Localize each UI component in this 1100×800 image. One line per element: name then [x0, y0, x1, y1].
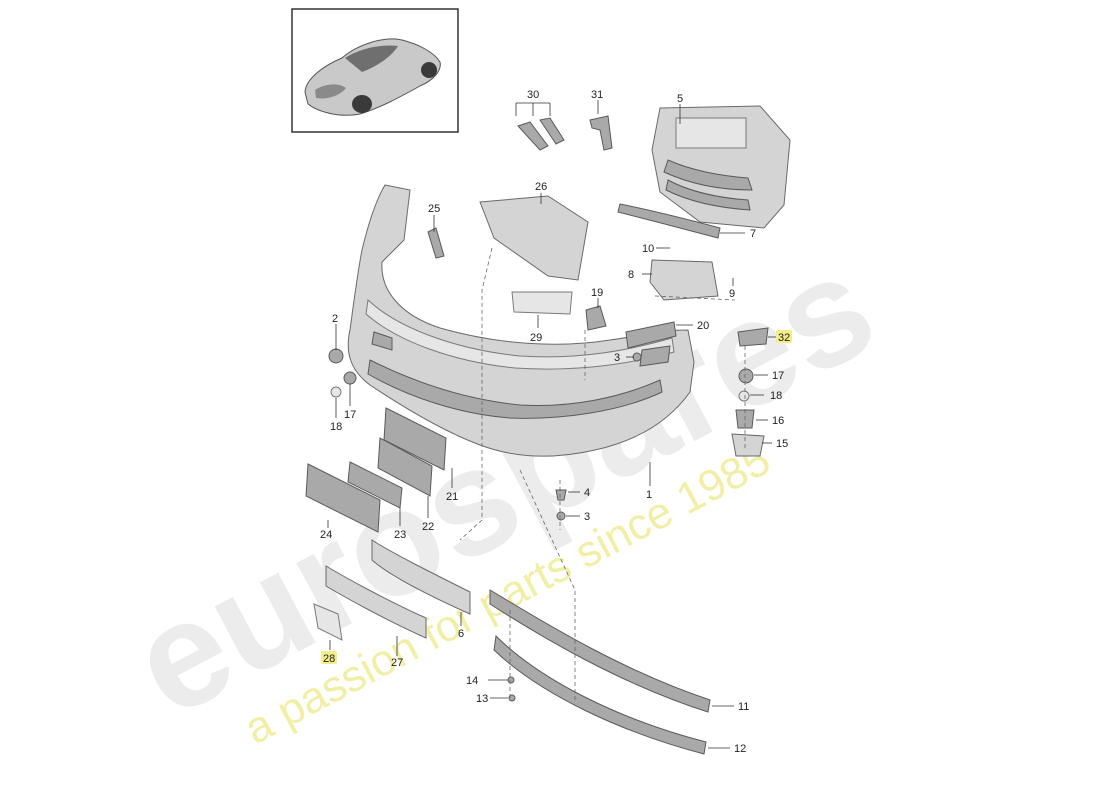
callout-label[interactable]: 12 [734, 743, 746, 755]
callout-label[interactable]: 17 [772, 370, 784, 382]
callout-label[interactable]: 14 [466, 675, 478, 687]
highlight-marker [776, 330, 792, 343]
part-tool-30[interactable] [517, 117, 565, 151]
part-strip[interactable] [617, 203, 721, 239]
part-bracket-20[interactable] [625, 321, 677, 349]
callout-label[interactable]: 13 [476, 693, 488, 705]
part-carrier[interactable] [651, 105, 791, 229]
watermark-brand: eurospares [106, 220, 899, 748]
callout-label[interactable]: 4 [584, 487, 590, 499]
callout-label[interactable]: 5 [677, 93, 683, 105]
callout-label[interactable]: 26 [535, 181, 547, 193]
part-plate-22[interactable] [377, 437, 433, 497]
part-bracket-25[interactable] [427, 227, 445, 259]
callout-label[interactable]: 29 [530, 332, 542, 344]
callout-label[interactable]: 2 [332, 313, 338, 325]
callout-label[interactable]: 23 [394, 529, 406, 541]
callout-label[interactable]: 1 [646, 489, 652, 501]
callout-label[interactable]: 6 [458, 628, 464, 640]
part-cover-32[interactable] [737, 327, 769, 347]
assembly-lines [459, 247, 746, 700]
callout-label[interactable]: 24 [320, 529, 332, 541]
part-spoiler-11[interactable] [489, 589, 711, 713]
part-spoiler-12[interactable] [493, 634, 707, 755]
callout-labels: 30 31 5 26 25 7 10 8 9 19 29 20 2 32 3 1… [320, 89, 792, 755]
callout-label[interactable]: 15 [776, 438, 788, 450]
callout-label[interactable]: 17 [344, 409, 356, 421]
callout-label[interactable]: 3 [584, 511, 590, 523]
part-sensor-stack-right[interactable] [731, 368, 765, 457]
part-screw-3b[interactable] [556, 511, 566, 521]
part-bracket-19[interactable] [585, 305, 607, 331]
part-sensor-stack-left[interactable] [328, 348, 357, 398]
part-screw-3a[interactable] [632, 352, 642, 362]
callout-label[interactable]: 27 [391, 657, 403, 669]
part-tool-31[interactable] [589, 115, 613, 151]
part-screw-13[interactable] [508, 694, 516, 702]
callout-label[interactable]: 25 [428, 203, 440, 215]
callout-label[interactable]: 21 [446, 491, 458, 503]
part-plate-21[interactable] [383, 407, 447, 471]
callout-label[interactable]: 8 [628, 269, 634, 281]
part-plate-24[interactable] [305, 463, 381, 533]
part-bumper-cover[interactable] [347, 184, 695, 457]
callout-label[interactable]: 30 [527, 89, 539, 101]
part-screw-14[interactable] [507, 676, 515, 684]
part-cover-28[interactable] [313, 603, 343, 641]
vehicle-thumbnail[interactable] [291, 8, 459, 133]
leader-lines [327, 100, 776, 749]
car-icon [304, 38, 441, 116]
callout-label[interactable]: 31 [591, 89, 603, 101]
callout-label[interactable]: 3 [614, 352, 620, 364]
callout-label[interactable]: 22 [422, 521, 434, 533]
watermark: eurospares a passion for parts since 198… [106, 220, 899, 754]
part-clip-4[interactable] [555, 489, 567, 501]
part-grille-29[interactable] [511, 291, 573, 315]
callout-label[interactable]: 18 [330, 421, 342, 433]
callout-label-highlighted[interactable]: 32 [778, 332, 790, 344]
part-duct[interactable] [649, 259, 719, 301]
callout-label[interactable]: 20 [697, 320, 709, 332]
highlight-marker [321, 651, 337, 664]
callout-label[interactable]: 10 [642, 243, 654, 255]
callout-label-highlighted[interactable]: 28 [323, 653, 335, 665]
callout-label[interactable]: 9 [729, 288, 735, 300]
callout-label[interactable]: 11 [738, 701, 749, 713]
part-grille-6[interactable] [371, 539, 471, 615]
part-grille-frame[interactable] [479, 195, 589, 281]
callout-label[interactable]: 7 [750, 228, 756, 240]
callout-label[interactable]: 19 [591, 287, 603, 299]
callout-label[interactable]: 16 [772, 415, 784, 427]
callout-label[interactable]: 18 [770, 390, 782, 402]
part-grille-27[interactable] [325, 565, 427, 639]
